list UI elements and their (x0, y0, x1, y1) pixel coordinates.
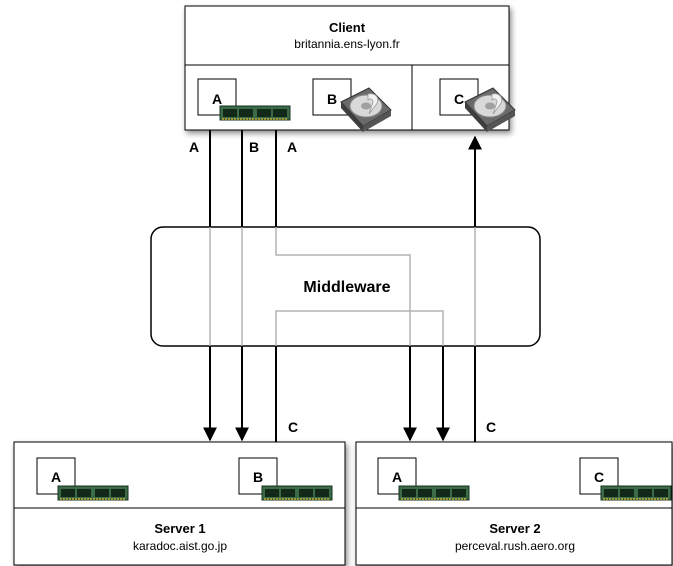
arrow-label-b: B (249, 139, 259, 155)
server2-box: A C Server 2 perceval.rush.aero.org (355, 441, 673, 566)
client-title: Client (329, 20, 366, 35)
flow-arrows (203, 130, 482, 442)
server1-host: karadoc.aist.go.jp (133, 539, 227, 553)
memory-chip-icon (219, 105, 291, 121)
server1-box: A B Server 1 karadoc.aist.go.jp (13, 441, 346, 566)
server2-title: Server 2 (489, 521, 540, 536)
client-file-b-label: B (327, 91, 337, 107)
server2-file-a: A (392, 469, 402, 485)
memory-chip-icon (57, 485, 129, 501)
memory-chip-icon (261, 485, 333, 501)
client-file-c-label: C (454, 91, 464, 107)
client-file-a-label: A (212, 91, 222, 107)
client-box: Client britannia.ens-lyon.fr A B C (184, 5, 516, 133)
server2-file-c: C (594, 469, 604, 485)
middleware-routes (209, 227, 476, 346)
memory-chip-icon (600, 485, 672, 501)
server1-file-b: B (253, 469, 263, 485)
arrow-label-a-left: A (189, 139, 199, 155)
memory-chip-icon (398, 485, 470, 501)
arrow-label-a-right: A (287, 139, 297, 155)
arrow-label-c-server2: C (486, 419, 496, 435)
arrow-label-c-server1: C (288, 419, 298, 435)
middleware-label: Middleware (303, 279, 390, 296)
client-host: britannia.ens-lyon.fr (294, 37, 399, 51)
server1-file-a: A (51, 469, 61, 485)
server2-host: perceval.rush.aero.org (455, 539, 575, 553)
server1-title: Server 1 (154, 521, 205, 536)
